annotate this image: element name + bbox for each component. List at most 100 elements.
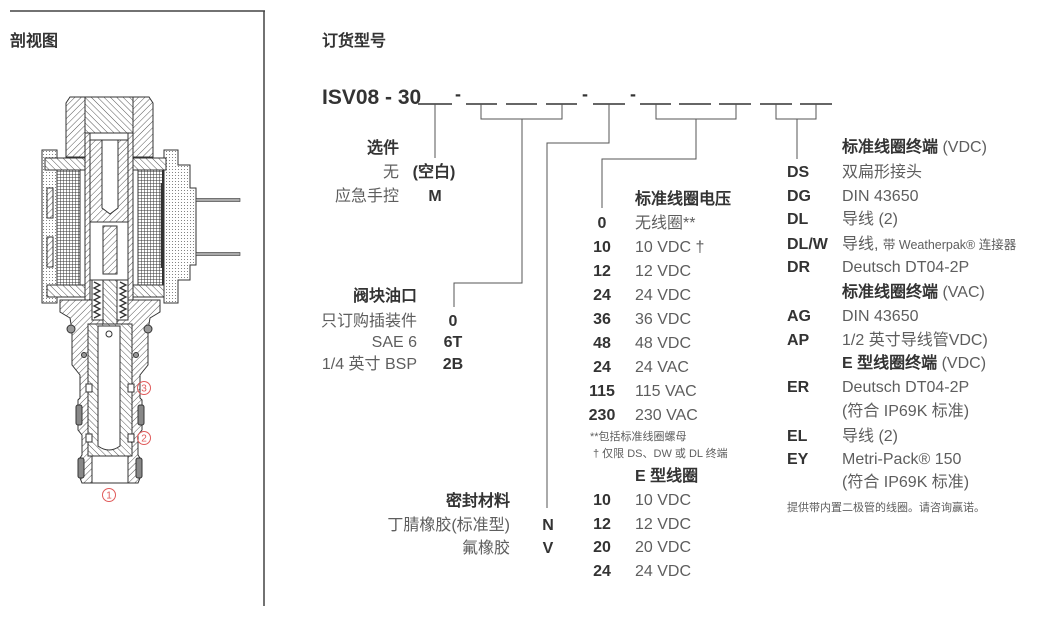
voltage-code: 12 [593, 263, 611, 280]
spring-right [118, 281, 128, 319]
section-heading: 选件 [366, 140, 399, 157]
termination-footnote: 提供带内置二极管的线圈。请咨询赢诺。 [787, 502, 985, 514]
voltage-label: 无线圈** [635, 215, 696, 232]
port-labels: 3 2 1 [102, 381, 151, 502]
o-ring-gland [135, 457, 143, 479]
section-heading: 标准线圈终端 (VAC) [842, 283, 985, 303]
port-3-label: 3 [137, 381, 151, 395]
termination-label: 双扁形接头 [842, 164, 923, 181]
termination-label: 导线 (2) [842, 428, 899, 445]
voltage-label: 230 VAC [635, 407, 698, 424]
housing-insert [46, 187, 54, 219]
coil-winding-right [137, 169, 164, 286]
o-ring-gland [75, 404, 83, 426]
section-heading: E 型线圈终端 (VDC) [842, 354, 986, 374]
option-code: M [428, 188, 442, 205]
connector-body [163, 149, 197, 304]
termination-code: AP [787, 332, 810, 349]
termination-code: EL [787, 428, 808, 445]
voltage-label: 20 VDC [635, 539, 692, 556]
termination-label: 导线 (2) [842, 211, 899, 228]
termination-label: Deutsch DT04-2P [842, 259, 970, 276]
order-code-title: 订货型号 [322, 33, 387, 50]
voltage-label: 12 VDC [635, 263, 692, 280]
port-number: 3 [141, 384, 147, 395]
port-3-hole [127, 383, 135, 393]
voltage-label: 12 VDC [635, 516, 692, 533]
housing-insert [46, 236, 54, 268]
voltage-code: 12 [593, 516, 611, 533]
voltage-code: 24 [593, 359, 611, 376]
heading-suffix: (VAC) [942, 284, 985, 301]
armature-slot [101, 139, 119, 215]
voltage-label: 10 VDC † [635, 239, 705, 256]
port-option-label: 只订购插装件 [320, 313, 417, 330]
voltage-code: 10 [593, 492, 611, 509]
port-2-hole [85, 433, 93, 443]
port-1-label: 1 [102, 488, 116, 502]
voltage-code: 36 [593, 311, 611, 328]
voltage-label: 24 VDC [635, 563, 692, 580]
voltage-code: 24 [593, 287, 611, 304]
voltage-label: 24 VAC [635, 359, 689, 376]
voltage-bracket [655, 104, 737, 120]
port-number: 1 [106, 491, 112, 502]
heading-text: E 型线圈终端 [842, 355, 938, 372]
port-ring [102, 488, 116, 502]
leader-lines [434, 104, 817, 508]
section-heading: 标准线圈电压 [635, 191, 732, 208]
termination-code: AG [787, 308, 811, 325]
wire-lead [195, 198, 241, 202]
voltage-code: 230 [588, 407, 616, 424]
tube-and-armature [84, 132, 134, 324]
spring-left [92, 281, 102, 319]
section-heading: E 型线圈 [635, 468, 699, 485]
push-pin [102, 225, 118, 275]
seal-code: V [542, 540, 554, 557]
voltage-label: 48 VDC [635, 335, 692, 352]
termination-label: 1/2 英寸导线管VDC) [842, 332, 988, 349]
cross-section-diagram: 3 2 1 [41, 96, 241, 502]
port-ring [137, 381, 151, 395]
seal-code: N [542, 517, 554, 534]
voltage-label: 24 VDC [635, 287, 692, 304]
voltage-code: 115 [589, 383, 615, 400]
termination-label: Deutsch DT04-2P [842, 379, 970, 396]
o-ring [66, 324, 76, 334]
port-number: 2 [141, 434, 147, 445]
termination-label: Metri-Pack® 150 [842, 451, 962, 468]
port-1-opening [91, 455, 129, 484]
termination-code: EY [787, 451, 809, 468]
ports-bracket [480, 104, 563, 120]
pilot-hole [105, 330, 113, 338]
heading-suffix: (VDC) [942, 139, 987, 156]
termination-label: 导线, 带 Weatherpak® 连接器 [842, 235, 1016, 255]
port-2-label: 2 [137, 431, 151, 445]
port-option-code: 0 [448, 313, 458, 330]
termination-code: DL/W [787, 236, 828, 253]
valve-body [59, 279, 161, 484]
termination-code: DS [787, 164, 810, 181]
o-ring [143, 324, 153, 334]
option-code: (空白) [412, 164, 456, 181]
option-label: 无 [382, 164, 399, 181]
port-option-label: 1/4 英寸 BSP [321, 356, 417, 373]
termination-label-line2: (符合 IP69K 标准) [842, 474, 970, 491]
coil-nut [65, 96, 154, 158]
code-separator: - [582, 84, 588, 104]
section-heading: 阀块油口 [352, 288, 417, 305]
voltage-code: 48 [593, 335, 611, 352]
port-ring [137, 431, 151, 445]
voltage-footnote: † 仅限 DS、DW 或 DL 终端 [593, 448, 728, 460]
port-option-code: 2B [442, 356, 464, 373]
seal-label: 丁腈橡胶(标准型) [387, 517, 510, 534]
voltage-label: 36 VDC [635, 311, 692, 328]
voltage-leader [601, 119, 697, 208]
o-ring [133, 352, 139, 358]
voltage-footnote: **包括标准线圈螺母 [590, 431, 687, 443]
code-separator: - [455, 84, 461, 104]
heading-text: 标准线圈终端 [842, 284, 939, 301]
port-option-label: SAE 6 [371, 334, 417, 351]
